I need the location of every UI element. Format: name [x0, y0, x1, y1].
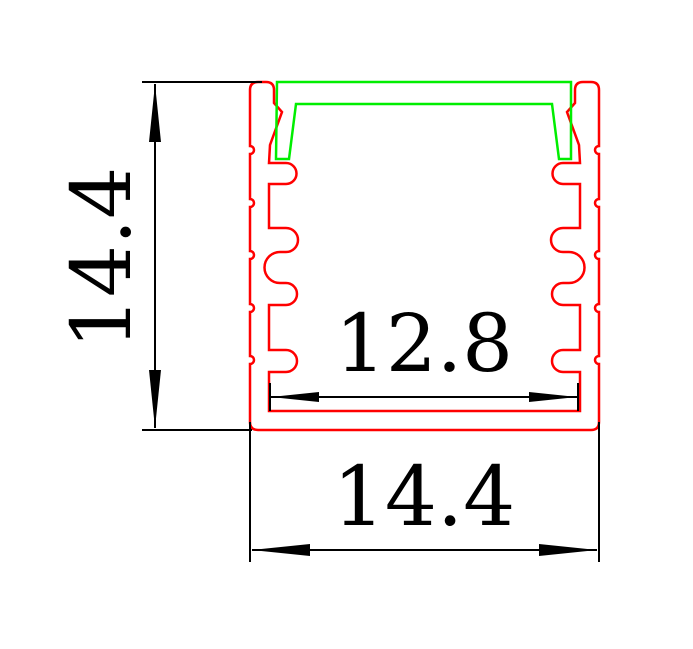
width-label: 14.4	[333, 450, 516, 545]
inner-width-label: 12.8	[335, 297, 513, 390]
height-dimension	[142, 81, 262, 431]
height-label: 14.4	[55, 167, 150, 350]
diffuser-cover	[274, 80, 573, 161]
inner-width-dimension	[269, 383, 579, 411]
width-dimension	[249, 422, 600, 562]
